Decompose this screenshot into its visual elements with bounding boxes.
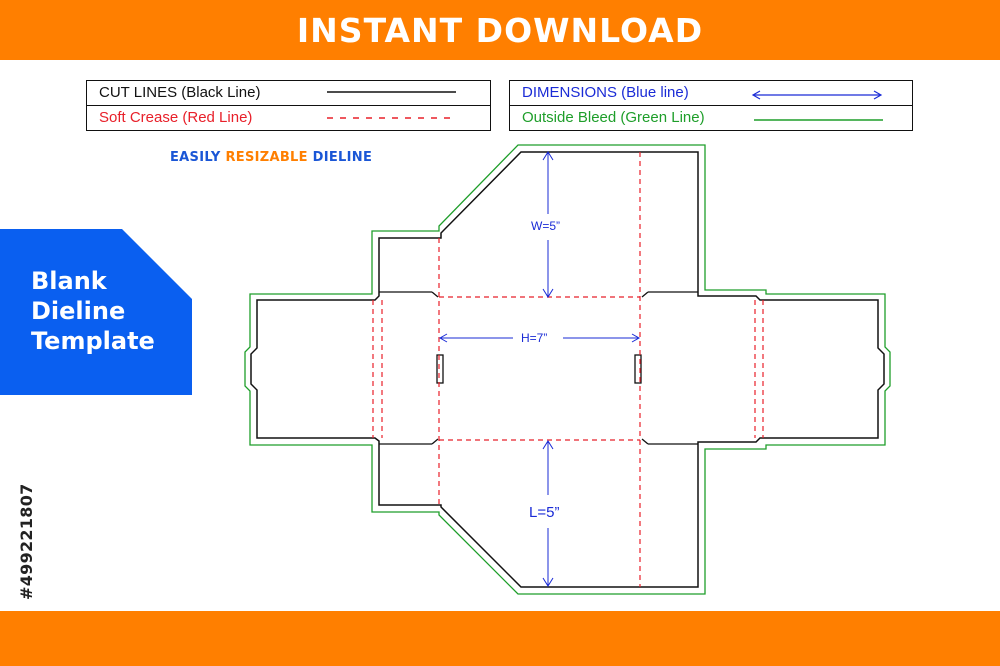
length-label: L=5” <box>529 504 559 521</box>
dimension-length <box>542 440 554 587</box>
tagline-dieline: DIELINE <box>312 150 373 165</box>
legend-crease-label: Soft Crease (Red Line) <box>99 109 253 126</box>
width-label: W=5” <box>531 219 560 233</box>
bleed-line-sample <box>754 119 883 121</box>
resizable-tagline: EASILY RESIZABLE DIELINE <box>170 150 372 165</box>
tagline-easily: EASILY <box>170 150 221 165</box>
legend-left: CUT LINES (Black Line) Soft Crease (Red … <box>86 80 491 131</box>
dimension-height <box>438 333 641 343</box>
legend-right: DIMENSIONS (Blue line) Outside Bleed (Gr… <box>509 80 913 131</box>
tagline-resizable: RESIZABLE <box>225 150 308 165</box>
outside-bleed-outline <box>244 144 891 595</box>
badge-line-1: Blank <box>31 267 107 295</box>
blank-dieline-badge: Blank Dieline Template <box>0 229 192 395</box>
legend-bleed-label: Outside Bleed (Green Line) <box>522 109 705 126</box>
slot-right <box>634 354 642 384</box>
cut-line-sample <box>327 91 456 93</box>
legend-dimensions-label: DIMENSIONS (Blue line) <box>522 84 689 101</box>
legend-row-cut: CUT LINES (Black Line) <box>87 81 490 106</box>
legend-row-bleed: Outside Bleed (Green Line) <box>510 106 912 130</box>
top-banner: INSTANT DOWNLOAD <box>0 0 1000 60</box>
badge-shape <box>0 229 192 395</box>
height-label: H=7” <box>521 331 547 345</box>
cut-line-outline <box>250 151 885 588</box>
crease-lines <box>372 152 764 587</box>
legend-row-crease: Soft Crease (Red Line) <box>87 106 490 130</box>
badge-line-2: Dieline <box>31 297 126 325</box>
crease-line-sample <box>327 117 456 119</box>
legend-row-dimensions: DIMENSIONS (Blue line) <box>510 81 912 106</box>
banner-title: INSTANT DOWNLOAD <box>296 10 704 50</box>
badge-text: Blank Dieline Template <box>31 266 155 356</box>
dimension-width <box>542 151 554 298</box>
badge-line-3: Template <box>31 327 155 355</box>
slot-left <box>436 354 444 384</box>
legend-cut-label: CUT LINES (Black Line) <box>99 84 261 101</box>
bottom-banner <box>0 611 1000 666</box>
dimension-arrow-sample <box>751 90 883 100</box>
